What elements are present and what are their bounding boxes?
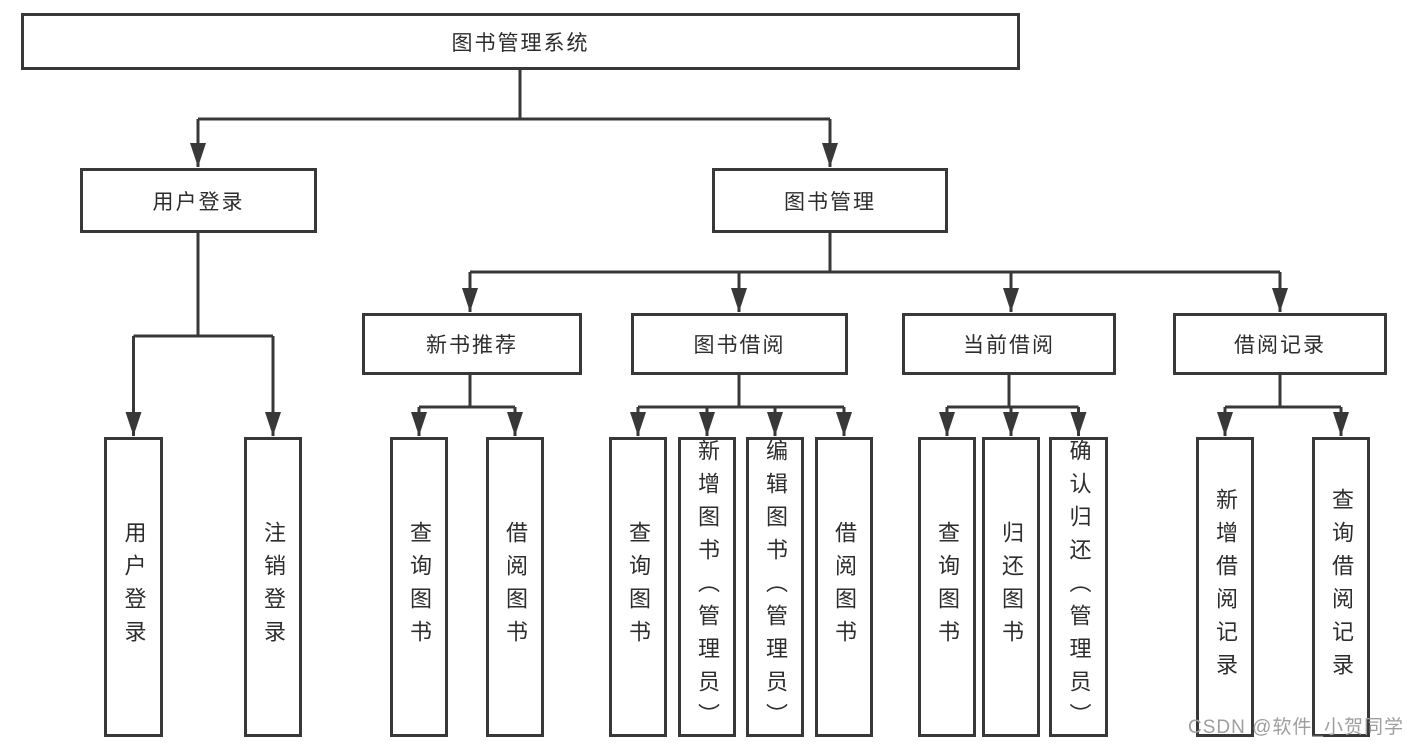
- leaf-label: 新增借阅记录: [1213, 488, 1238, 686]
- leaf-label: 查询图书: [626, 521, 651, 653]
- leaf-node-query-borrow-record: 查询借阅记录: [1312, 437, 1370, 737]
- node-user-login: 用户登录: [80, 168, 317, 233]
- leaf-node-confirm-return-admin: 确认归还（管理员）: [1049, 437, 1108, 737]
- node-current-borrow: 当前借阅: [902, 313, 1116, 375]
- leaf-node-edit-books-admin: 编辑图书（管理员）: [746, 437, 804, 737]
- leaf-label: 借阅图书: [832, 521, 857, 653]
- leaf-node-add-books-admin: 新增图书（管理员）: [678, 437, 736, 737]
- csdn-watermark: CSDN @软件_小贺同学: [1188, 717, 1404, 738]
- leaf-node-add-borrow-record: 新增借阅记录: [1196, 437, 1254, 737]
- node-borrow-records: 借阅记录: [1173, 313, 1387, 375]
- leaf-label: 归还图书: [999, 521, 1024, 653]
- leaf-node-borrow-books: 借阅图书: [815, 437, 873, 737]
- leaf-node-query-books-recommend: 查询图书: [390, 437, 448, 737]
- root-node-library-management-system: 图书管理系统: [21, 13, 1020, 70]
- node-new-book-recommend: 新书推荐: [362, 313, 582, 375]
- leaf-label: 新增图书（管理员）: [695, 438, 720, 736]
- leaf-node-query-books-current: 查询图书: [918, 437, 976, 737]
- leaf-label: 借阅图书: [503, 521, 528, 653]
- leaf-label: 确认归还（管理员）: [1066, 438, 1092, 736]
- leaf-node-user-login: 用户登录: [104, 437, 163, 737]
- node-book-management: 图书管理: [712, 168, 948, 233]
- leaf-node-return-books: 归还图书: [982, 437, 1040, 737]
- leaf-label: 查询图书: [935, 521, 960, 653]
- leaf-label: 查询借阅记录: [1329, 488, 1354, 686]
- leaf-node-query-books-borrow: 查询图书: [609, 437, 667, 737]
- leaf-label: 编辑图书（管理员）: [763, 438, 788, 736]
- leaf-node-logout: 注销登录: [244, 437, 302, 737]
- leaf-label: 用户登录: [121, 521, 147, 653]
- leaf-node-borrow-books-recommend: 借阅图书: [486, 437, 544, 737]
- leaf-label: 注销登录: [261, 521, 286, 653]
- leaf-label: 查询图书: [407, 521, 432, 653]
- node-book-borrow: 图书借阅: [631, 313, 848, 375]
